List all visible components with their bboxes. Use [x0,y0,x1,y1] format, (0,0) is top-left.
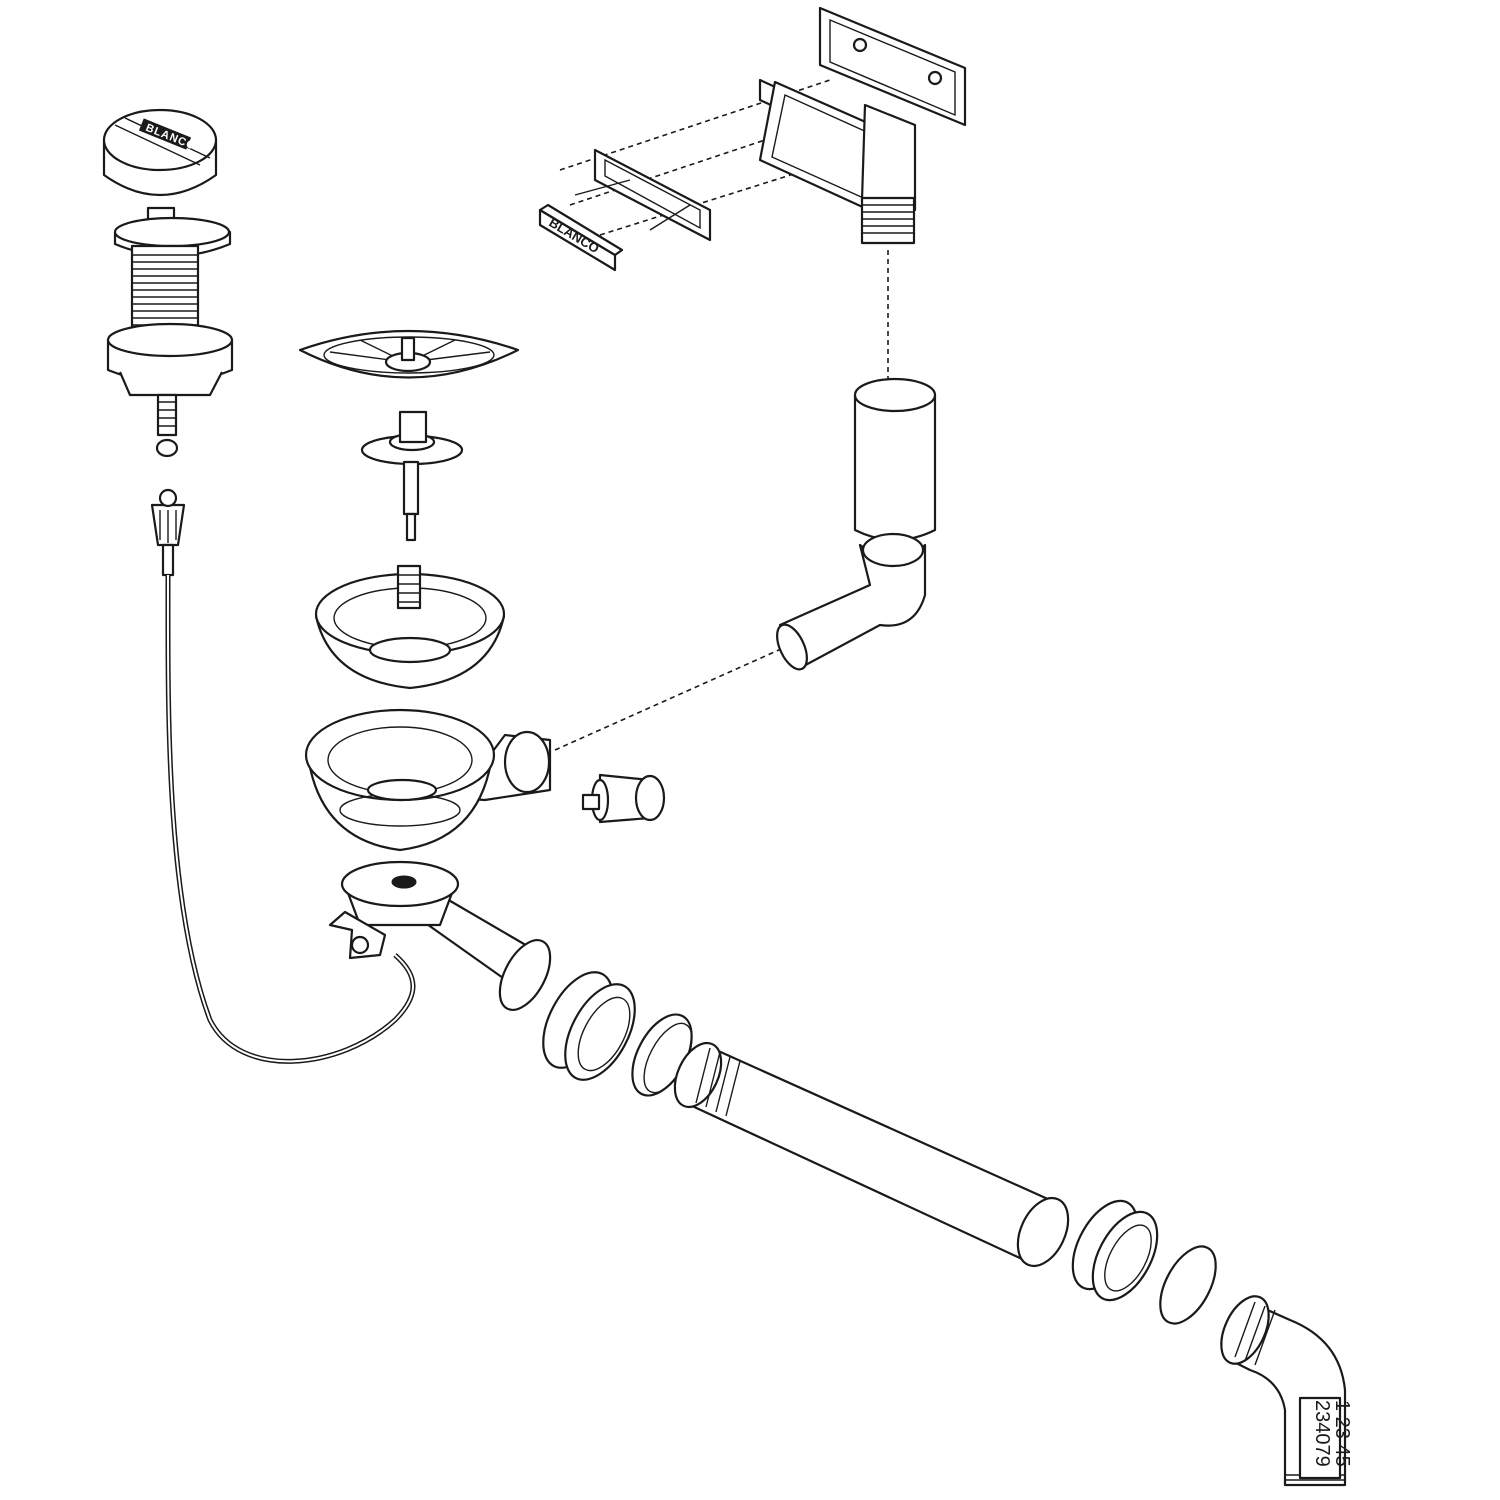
overflow-connector-plug [581,773,666,824]
seal-ring-2 [1159,1245,1217,1325]
pop-up-knob: BLANCO [102,108,218,197]
strainer-basket [314,564,506,690]
overflow-cover: BLANCO [538,203,624,272]
overflow-frame [574,148,712,242]
connecting-pipe [673,1041,1070,1268]
union-nut-1 [542,971,636,1081]
drain-plug-stem [360,410,464,542]
union-nut-2 [1071,1199,1159,1302]
elbow-label [1298,1396,1342,1480]
overflow-tube [776,377,937,671]
elbow-label-line1: 234079 [1311,1400,1333,1467]
sink-drain-body [304,708,552,852]
elbow-label-line2: 1 23 45 [1331,1400,1353,1467]
pop-up-cable [150,488,416,1064]
drain-outlet-housing [328,860,552,1011]
bushing-threads [132,254,198,326]
overflow-housing [818,6,967,245]
strainer-cover-plate [298,329,520,379]
knob-bushing [106,206,234,458]
outlet-elbow: 234079 1 23 45 [1220,1295,1353,1487]
